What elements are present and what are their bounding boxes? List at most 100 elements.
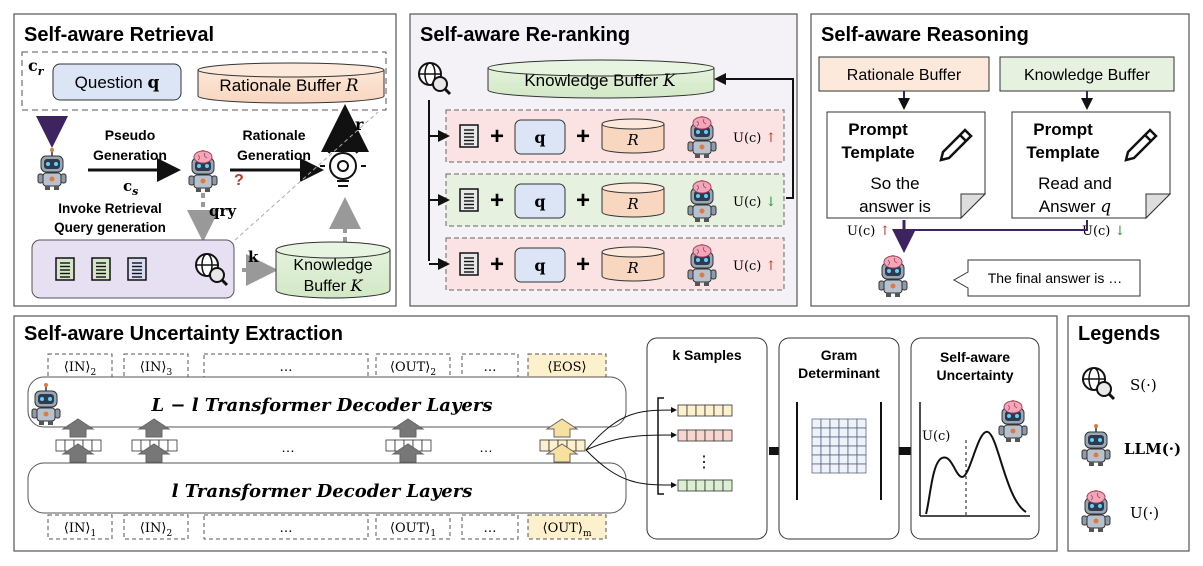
- context-dashed-box: [21, 51, 387, 111]
- lower-layers-label: l Transformer Decoder Layers: [172, 481, 473, 502]
- self-aware-uncertainty-box: [910, 337, 1040, 540]
- rationale-buffer-label: Rationale Buffer R: [219, 76, 358, 96]
- token-label: ⟨OUT⟩m: [543, 521, 592, 539]
- gram-cell: [820, 418, 831, 429]
- sample-cell: [695, 429, 706, 442]
- gram-cell: [838, 445, 849, 456]
- gram-cell: [829, 418, 840, 429]
- reasoning-rationale-buffer: [818, 56, 990, 92]
- qry-label: qry: [209, 202, 237, 220]
- query-box: [514, 119, 566, 155]
- token-box: [123, 353, 189, 379]
- token-label: ⟨IN⟩2: [64, 360, 96, 378]
- vector-cell: [55, 439, 66, 452]
- token-box: [375, 353, 451, 379]
- query-label: q: [534, 256, 545, 275]
- left-u-label: U(c) ↑: [847, 224, 890, 239]
- reranking-title: Self-aware Re-ranking: [420, 24, 630, 46]
- llm-robot-icon: [37, 148, 67, 190]
- gram-cell: [811, 463, 822, 474]
- plus-sign: +: [576, 187, 590, 214]
- rationale-gen-line2: Generation: [237, 147, 311, 163]
- left-body-line2: answer is: [859, 197, 931, 216]
- retriever-globe-icon: [195, 253, 229, 287]
- legends-title: Legends: [1078, 323, 1160, 345]
- plus-sign: +: [576, 251, 590, 278]
- token-label: ⟨OUT⟩1: [390, 521, 436, 539]
- density-curve: [925, 431, 1027, 515]
- query-label: q: [534, 128, 545, 147]
- gram-cell: [847, 463, 858, 474]
- upper-decoder-box: [27, 376, 627, 428]
- vector-cell: [131, 439, 142, 452]
- reranking-panel: Self-aware Re-ranking Knowledge Buffer K…: [409, 13, 798, 307]
- rerank-kb-label: Knowledge Buffer K: [524, 71, 677, 91]
- up-arrow: [545, 418, 579, 438]
- brain-robot-icon: [1081, 490, 1111, 532]
- question-box: [52, 63, 182, 101]
- llm-robot-icon: [31, 383, 61, 425]
- gram-cell: [847, 454, 858, 465]
- brain-robot-icon: [687, 180, 717, 222]
- token-box: [203, 514, 369, 540]
- gram-cell: [856, 436, 867, 447]
- left-prompt-line1: Prompt: [848, 120, 908, 139]
- pseudo-line1: Pseudo: [105, 127, 156, 143]
- mid-dots: …: [479, 439, 493, 455]
- pencil-icon: [1124, 128, 1158, 162]
- right-body-line2: Answer q: [1039, 197, 1111, 217]
- rationale-cylinder-top: [601, 182, 665, 194]
- sample-link: [585, 407, 677, 451]
- uncertainty-label: U(c) ↑: [733, 259, 776, 274]
- right-u-label: U(c) ↓: [1082, 224, 1125, 239]
- kb-line1: Knowledge: [293, 257, 372, 274]
- sample-cell: [686, 479, 697, 492]
- brain-robot-icon: [687, 244, 717, 286]
- gram-cell: [829, 454, 840, 465]
- reasoning-rationale-label: Rationale Buffer: [847, 67, 962, 84]
- token-label: ⟨IN⟩1: [64, 521, 96, 539]
- pencil-icon: [939, 128, 973, 162]
- rationale-var: R: [626, 259, 638, 277]
- uncertainty-panel: Self-aware Uncertainty Extraction ⟨IN⟩2⟨…: [13, 315, 1058, 552]
- legend-label-2: U(·): [1130, 504, 1159, 522]
- uncertainty-label: U(c) ↑: [733, 131, 776, 146]
- top-token-row: ⟨IN⟩2⟨IN⟩3…⟨OUT⟩2…⟨EOS⟩: [47, 353, 607, 379]
- sample-cell: [713, 479, 724, 492]
- token-box: [123, 514, 189, 540]
- gram-cell: [811, 454, 822, 465]
- sample-cell: [695, 479, 706, 492]
- gram-cell: [838, 427, 849, 438]
- vector-cell: [575, 439, 586, 452]
- gram-cell: [856, 454, 867, 465]
- invoke-line2: Query generation: [54, 220, 166, 235]
- gram-cell: [820, 436, 831, 447]
- su-line1: Self-aware: [940, 349, 1010, 365]
- legend-label-1: LLM(·): [1124, 440, 1181, 458]
- reasoning-knowledge-buffer: [999, 56, 1175, 92]
- cr-label: cr: [28, 56, 45, 78]
- plus-sign: +: [576, 123, 590, 150]
- up-arrow: [545, 443, 579, 463]
- gram-cell: [847, 445, 858, 456]
- token-box: [47, 353, 113, 379]
- sample-link: [585, 432, 677, 451]
- mid-dots: …: [281, 439, 295, 455]
- guide-line: [234, 111, 379, 241]
- brain-robot-icon: [878, 255, 908, 297]
- sample-cell: [704, 404, 715, 417]
- upper-layers-label: L − l Transformer Decoder Layers: [151, 395, 493, 416]
- retriever-globe-icon: [1082, 367, 1116, 401]
- sample-cell: [704, 429, 715, 442]
- sample-vectors: [585, 397, 733, 495]
- sample-cell: [704, 479, 715, 492]
- k-label: k: [248, 248, 259, 266]
- token-box: [527, 514, 607, 540]
- right-prompt-line1: Prompt: [1033, 120, 1093, 139]
- vector-cell: [385, 439, 396, 452]
- final-answer-bubble: [952, 259, 1141, 297]
- reasoning-knowledge-label: Knowledge Buffer: [1024, 67, 1151, 84]
- left-body-line1: So the: [870, 174, 919, 193]
- gram-cell: [829, 463, 840, 474]
